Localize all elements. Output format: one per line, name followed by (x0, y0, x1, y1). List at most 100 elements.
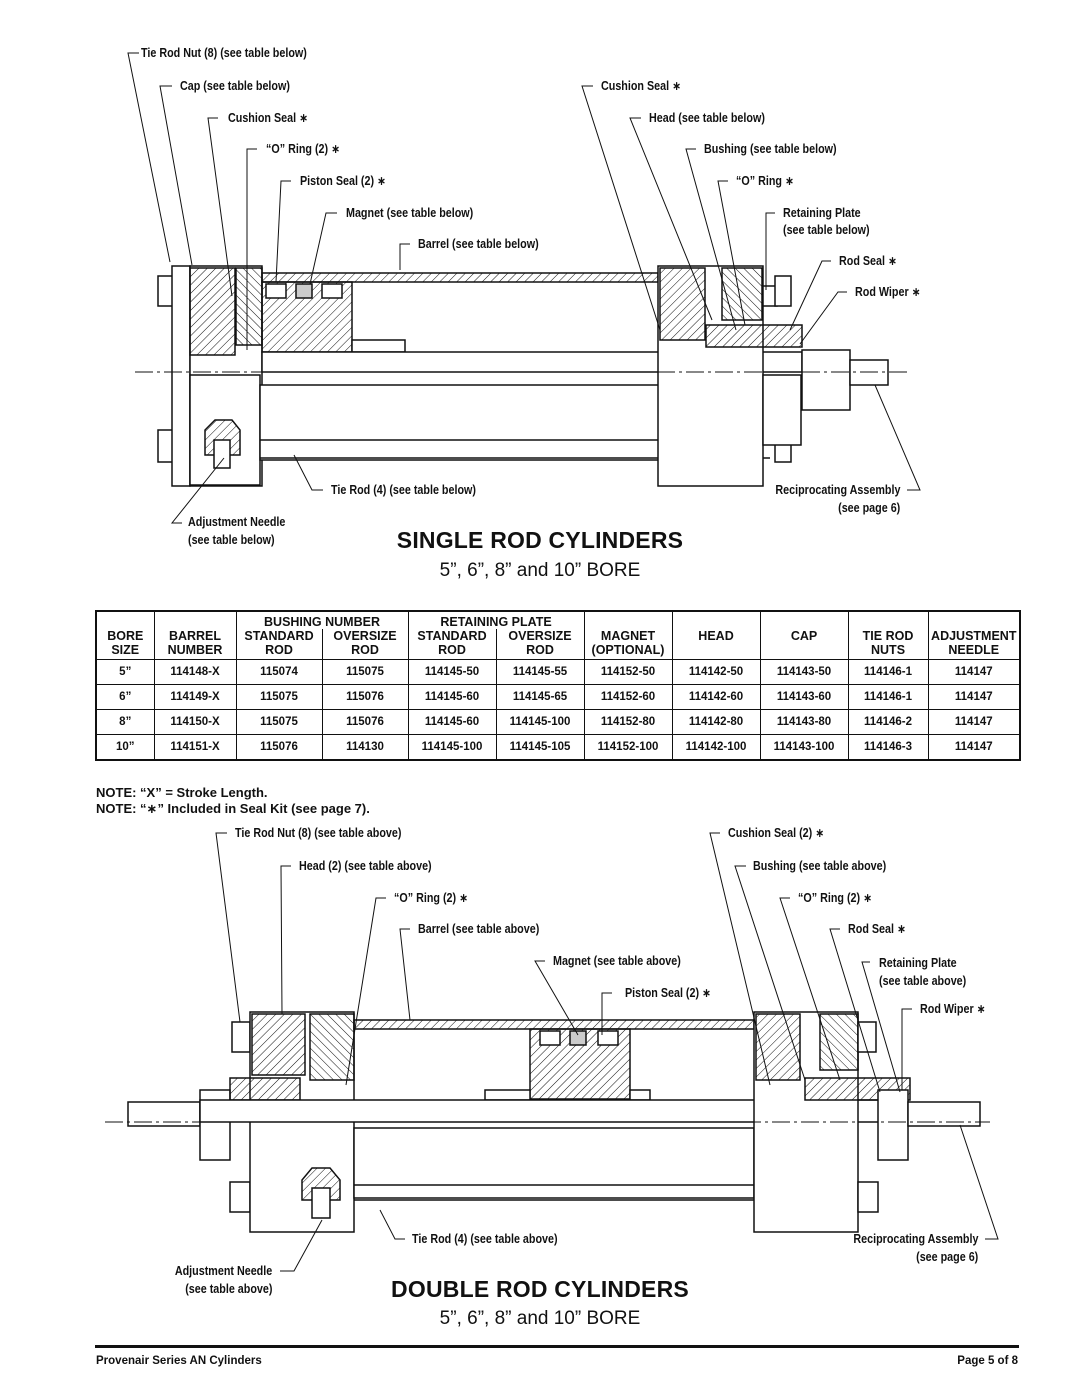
cell: 114148-X (153, 659, 236, 685)
callout-reciprocating-ref-double: (see page 6) (915, 1250, 978, 1264)
callout-tie-rod-nut: Tie Rod Nut (8) (see table below) (141, 46, 307, 60)
cell: 114143-60 (759, 684, 849, 710)
callout-adjustment-needle-ref-double: (see table above) (184, 1282, 272, 1296)
callout-rod-wiper-double: Rod Wiper ∗ (920, 1002, 986, 1016)
callout-bushing-double: Bushing (see table above) (753, 859, 887, 873)
cell: 114143-80 (759, 709, 849, 735)
header-magnet: MAGNET (583, 629, 673, 643)
header-ret-std-2: ROD (407, 643, 497, 660)
single-rod-subtitle: 5”, 6”, 8” and 10” BORE (439, 560, 641, 581)
cell: 114145-100 (495, 709, 585, 735)
cell: 114146-3 (847, 734, 929, 760)
callout-magnet: Magnet (see table below) (346, 206, 474, 220)
header-magnet-2: (OPTIONAL) (583, 643, 673, 660)
header-head-2 (671, 643, 761, 660)
group-header-bushing: BUSHING NUMBER (235, 611, 409, 629)
cell: 114142-80 (671, 709, 761, 735)
callout-bushing: Bushing (see table below) (704, 142, 837, 156)
header-barrel: BARREL (153, 629, 236, 643)
barrel-wall-top (261, 272, 659, 283)
callout-o-ring-right: “O” Ring ∗ (736, 174, 794, 188)
header-ret-over: OVERSIZE (495, 629, 585, 643)
callout-barrel-double: Barrel (see table above) (418, 922, 540, 936)
page-number: Page 5 of 8 (957, 1355, 1018, 1367)
cell: 5” (96, 659, 154, 685)
header-head: HEAD (671, 629, 761, 643)
cell: 114146-1 (847, 684, 929, 710)
cell: 114146-1 (847, 659, 929, 685)
cell: 114152-50 (583, 659, 673, 685)
header-ret-std: STANDARD (407, 629, 497, 643)
note-seal-kit: NOTE: “∗” Included in Seal Kit (see page… (96, 801, 370, 816)
callout-reciprocating-assembly-double: Reciprocating Assembly (852, 1232, 978, 1246)
cell: 115076 (235, 734, 322, 760)
header-bush-std: STANDARD (235, 629, 322, 643)
callout-tie-rod: Tie Rod (4) (see table below) (331, 483, 476, 497)
callout-cushion-seal-left: Cushion Seal ∗ (228, 111, 309, 125)
callout-retaining-plate-ref-double: (see table above) (879, 974, 967, 988)
callout-reciprocating-assembly: Reciprocating Assembly (774, 483, 900, 497)
header-bore-2: SIZE (96, 643, 154, 660)
double-rod-drawing (105, 832, 999, 1272)
cell: 114146-2 (847, 709, 929, 735)
cell: 114145-50 (407, 659, 497, 685)
header-needle: ADJUSTMENT (927, 629, 1021, 643)
cell: 6” (96, 684, 154, 710)
cell: 114143-50 (759, 659, 849, 685)
callout-cap: Cap (see table below) (180, 79, 290, 93)
cell: 115075 (235, 709, 322, 735)
tie-rod-nut-top-right (774, 275, 792, 307)
header-tie-rod: TIE ROD (847, 629, 929, 643)
cell: 114149-X (153, 684, 236, 710)
callout-retaining-plate-ref: (see table below) (783, 223, 870, 237)
note-stroke-length: NOTE: “X” = Stroke Length. (96, 785, 268, 800)
header-ret-over-2: ROD (495, 643, 585, 660)
header-bush-over: OVERSIZE (321, 629, 409, 643)
cell: 115076 (321, 684, 409, 710)
callout-o-ring-right-double: “O” Ring (2) ∗ (798, 891, 873, 905)
footer-title: Provenair Series AN Cylinders (96, 1355, 262, 1367)
header-needle-2: NEEDLE (927, 643, 1021, 660)
cell: 115074 (235, 659, 322, 685)
barrel-wall-top-double (353, 1019, 755, 1030)
callout-adjustment-needle-double: Adjustment Needle (174, 1264, 272, 1278)
cell: 114147 (927, 734, 1021, 760)
cell: 115075 (235, 684, 322, 710)
footer-rule (95, 1345, 1019, 1348)
callout-head-double: Head (2) (see table above) (299, 859, 432, 873)
cell: 114152-60 (583, 684, 673, 710)
cell: 8” (96, 709, 154, 735)
callout-tie-rod-nut-double: Tie Rod Nut (8) (see table above) (235, 826, 402, 840)
cell: 114147 (927, 659, 1021, 685)
group-header-retaining: RETAINING PLATE (407, 611, 585, 629)
cell: 115076 (321, 709, 409, 735)
cell: 114145-100 (407, 734, 497, 760)
callout-rod-seal-double: Rod Seal ∗ (848, 922, 906, 936)
cell: 114150-X (153, 709, 236, 735)
callout-o-ring-left: “O” Ring (2) ∗ (266, 142, 341, 156)
cell: 114145-105 (495, 734, 585, 760)
cell: 114145-60 (407, 684, 497, 710)
callout-reciprocating-ref: (see page 6) (837, 501, 900, 515)
callout-retaining-plate: Retaining Plate (783, 206, 861, 220)
header-bore: BORE (107, 629, 144, 643)
callout-piston-seal-double: Piston Seal (2) ∗ (625, 986, 712, 1000)
cell: 114143-100 (759, 734, 849, 760)
header-cap-2 (759, 643, 849, 660)
parts-table: BUSHING NUMBER RETAINING PLATE BORE BARR… (95, 610, 1022, 761)
cell: 114152-100 (583, 734, 673, 760)
header-cap: CAP (759, 629, 849, 643)
cell: 114130 (321, 734, 409, 760)
barrel-lower (259, 384, 661, 461)
callout-head: Head (see table below) (649, 111, 765, 125)
cell: 114142-50 (671, 659, 761, 685)
header-tie-rod-2: NUTS (847, 643, 929, 660)
callout-adjustment-needle-ref: (see table below) (188, 533, 275, 547)
callout-cushion-seal-right: Cushion Seal ∗ (601, 79, 682, 93)
header-barrel-2: NUMBER (153, 643, 236, 660)
cell: 114145-65 (495, 684, 585, 710)
cell: 114145-55 (495, 659, 585, 685)
